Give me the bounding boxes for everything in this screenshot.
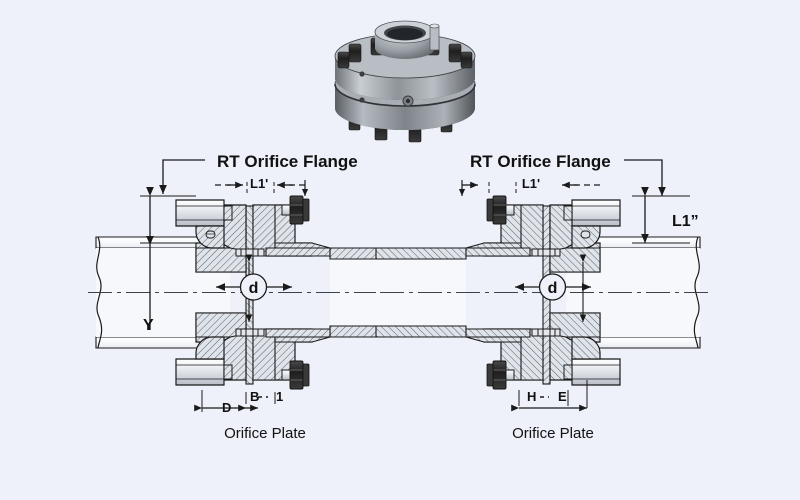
right-tap-nipple-upper xyxy=(563,199,621,249)
right-title-label: RT Orifice Flange xyxy=(470,152,611,171)
right-dim-d-label: d xyxy=(548,280,558,297)
right-assembly-drawing xyxy=(364,195,708,390)
right-dim-L1doubleprime-label: L1” xyxy=(672,213,699,230)
right-title-leader xyxy=(624,159,666,196)
left-dim-d xyxy=(216,254,292,322)
left-tap-nipple-lower xyxy=(175,336,233,386)
right-tap-nipple-lower xyxy=(563,336,621,386)
orifice-flange-photograph xyxy=(330,18,480,146)
left-title-leader xyxy=(159,159,205,194)
right-annotations: RT Orifice Flange L1' L1” d xyxy=(458,152,699,442)
right-dim-E-label: E xyxy=(558,389,567,404)
left-stud-upper xyxy=(281,195,310,225)
left-assembly-drawing: RT Orifice Flange L1' Y d xyxy=(88,152,432,442)
left-dim-L1prime-label: L1' xyxy=(250,176,268,191)
left-dim-B-label: B xyxy=(250,389,259,404)
left-dim-D-label: D xyxy=(222,400,231,415)
right-dim-L1prime xyxy=(458,180,600,196)
right-flange-downstream xyxy=(465,204,544,381)
right-dim-L1doubleprime xyxy=(632,186,690,244)
left-dim-bottom xyxy=(194,390,276,412)
right-stud-upper xyxy=(486,195,515,225)
left-tap-nipple-upper xyxy=(175,199,233,249)
pipe-break-line-left xyxy=(96,236,103,349)
right-caption: Orifice Plate xyxy=(512,425,594,442)
left-ring-joint-gasket xyxy=(235,248,265,337)
left-caption: Orifice Plate xyxy=(224,425,306,442)
pipe-break-line-right xyxy=(693,236,700,349)
left-flange-downstream xyxy=(252,204,331,381)
right-dim-H-label: H xyxy=(527,389,536,404)
right-dim-L1prime-label: L1' xyxy=(522,176,540,191)
left-dim-d-label: d xyxy=(249,280,259,297)
right-dim-d xyxy=(515,254,591,322)
left-dim-Y xyxy=(140,186,196,330)
right-dim-bottom xyxy=(511,380,588,412)
right-ring-joint-gasket xyxy=(531,248,561,337)
right-stud-lower xyxy=(486,360,515,390)
left-stud-lower xyxy=(281,360,310,390)
left-dim-L1prime xyxy=(215,180,309,196)
left-dim-Y-label: Y xyxy=(143,317,154,334)
left-title-label: RT Orifice Flange xyxy=(217,152,358,171)
left-dim-one-label: 1 xyxy=(276,389,283,404)
